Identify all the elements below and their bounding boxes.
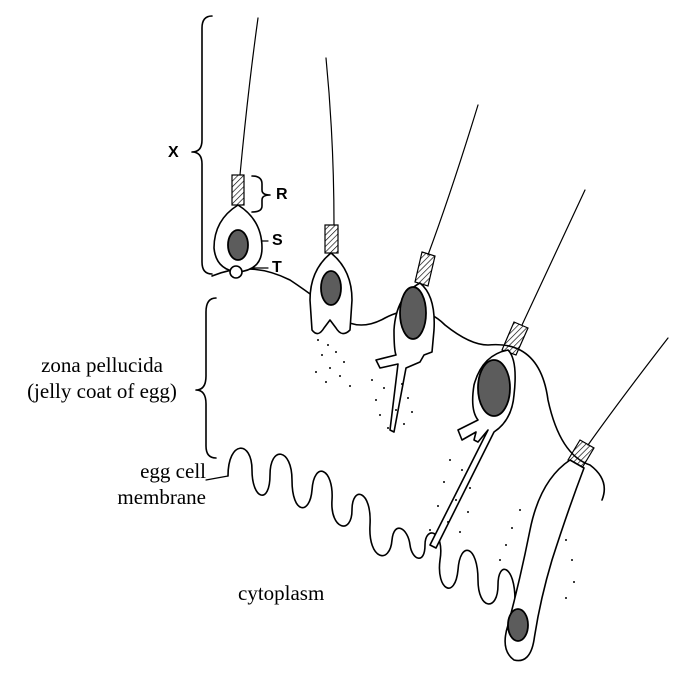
label-egg-cell-membrane: egg cell membrane (60, 458, 206, 510)
label-x: X (168, 144, 179, 162)
label-zona-pellucida: zona pellucida (jelly coat of egg) (2, 352, 202, 404)
pointer-membrane (206, 476, 228, 480)
label-membrane-line-1: egg cell (60, 458, 206, 484)
label-t: T (272, 259, 282, 277)
bracket-x (192, 16, 212, 274)
label-zona-line-1: zona pellucida (2, 352, 202, 378)
sperm-3 (371, 105, 478, 432)
bracket-r (252, 176, 270, 212)
label-r: R (276, 186, 288, 204)
sperm-5 (499, 338, 668, 661)
sperm-2 (310, 58, 352, 387)
label-membrane-line-2: membrane (60, 484, 206, 510)
sperm-1 (214, 18, 262, 278)
label-zona-line-2: (jelly coat of egg) (2, 378, 202, 404)
label-cytoplasm: cytoplasm (238, 580, 324, 606)
label-s: S (272, 232, 283, 250)
